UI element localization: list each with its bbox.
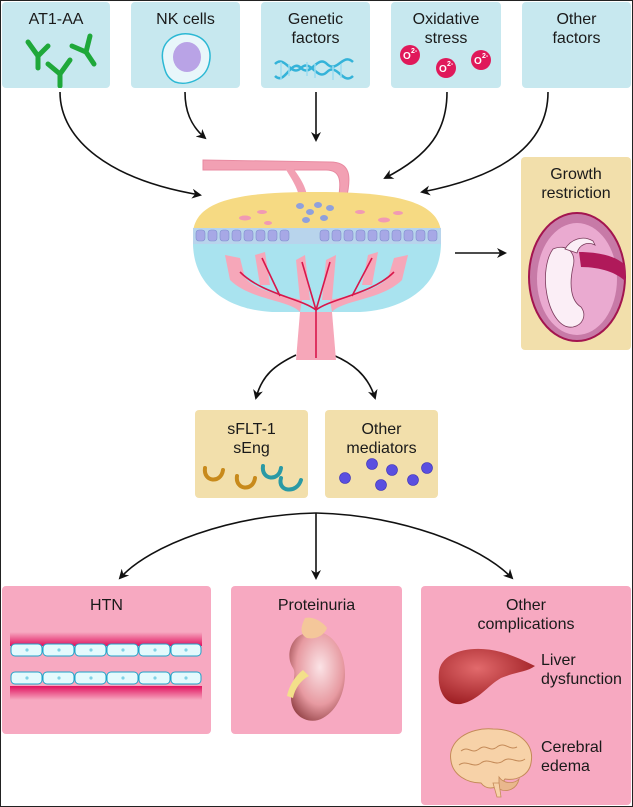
mediator-label-line1: sFLT-1: [227, 421, 276, 438]
arrow-to-htn: [118, 512, 317, 580]
mediator-label-line2: mediators: [346, 440, 417, 457]
cause-label-line1: Other: [556, 11, 597, 28]
cause-label: AT1-AA: [28, 11, 84, 28]
outcome-label-proteinuria: Proteinuria: [277, 597, 356, 614]
svg-text:O: O: [474, 56, 482, 67]
outcome-label-line1: Other: [505, 597, 546, 614]
arrow-nk-to-placenta: [184, 91, 207, 140]
arrow-oxidative-to-placenta: [383, 91, 448, 179]
outcome-box-proteinuria: Proteinuria: [231, 586, 402, 734]
svg-text:2-: 2-: [447, 61, 454, 68]
arrow-other-to-placenta: [420, 91, 549, 196]
svg-text:2-: 2-: [482, 53, 489, 60]
arrow-at1aa-to-placenta: [59, 91, 202, 199]
arrow-placenta-to-sflt: [253, 354, 297, 400]
liver-icon: [438, 648, 535, 705]
dna-icon: [274, 58, 354, 80]
svg-text:2-: 2-: [411, 48, 418, 55]
growth-restriction-line2: restriction: [541, 185, 611, 202]
kidney-icon: [287, 617, 345, 721]
blood-vessel-icon: [10, 632, 202, 700]
outcome-box-other-complications: Other complications Liver dysfunction Ce…: [421, 586, 631, 805]
liver-dysfunction-line2: dysfunction: [541, 671, 622, 688]
cause-label-line2: factors: [552, 30, 601, 47]
growth-restriction-line1: Growth: [550, 166, 602, 183]
cause-label-line2: stress: [424, 30, 468, 47]
fetus-icon: [528, 212, 626, 342]
mediator-box-other-mediators: Other mediators: [325, 410, 438, 498]
mediator-label-line2: sEng: [233, 440, 270, 457]
svg-text:O: O: [439, 64, 447, 75]
outcome-box-htn: HTN: [2, 586, 211, 734]
svg-text:O: O: [403, 51, 411, 62]
cerebral-edema-line1: Cerebral: [541, 739, 603, 756]
cause-label-line2: factors: [291, 30, 340, 47]
cause-box-genetic: Genetic factors: [261, 2, 370, 88]
soluble-receptor-icon: [202, 464, 303, 492]
nk-cell-icon: [161, 33, 211, 84]
arrow-placenta-to-mediators: [332, 354, 378, 400]
cause-box-at1aa: AT1-AA: [2, 2, 110, 88]
cause-label-line1: Oxidative: [412, 11, 480, 28]
brain-icon: [450, 728, 533, 798]
growth-restriction-box: Growth restriction: [521, 157, 631, 350]
cause-label-line1: Genetic: [287, 11, 344, 28]
liver-dysfunction-line1: Liver: [541, 652, 576, 669]
cause-label: NK cells: [156, 11, 215, 28]
cerebral-edema-line2: edema: [541, 758, 590, 775]
outcome-label-htn: HTN: [90, 597, 123, 614]
mediator-box-sflt1-seng: sFLT-1 sEng: [195, 410, 308, 498]
arrow-to-other-complications: [315, 512, 514, 580]
cause-box-other-factors: Other factors: [522, 2, 631, 88]
mediator-label-line1: Other: [361, 421, 402, 438]
outcome-label-line2: complications: [477, 616, 575, 633]
antibody-icon: [25, 33, 97, 88]
cause-box-nk-cells: NK cells: [131, 2, 240, 88]
molecule-dots-icon: [339, 458, 433, 491]
